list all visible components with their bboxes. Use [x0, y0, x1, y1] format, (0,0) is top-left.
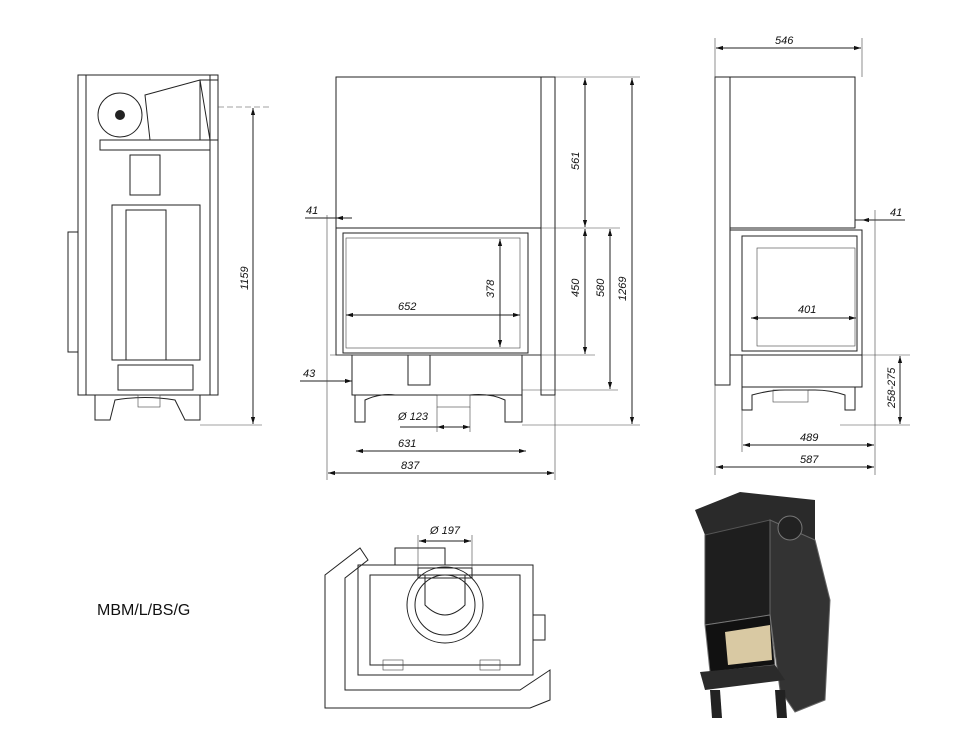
model-label: MBM/L/BS/G: [97, 602, 191, 619]
dim-41-left: 41: [306, 205, 318, 217]
plan-view: Ø 197: [324, 525, 551, 709]
dim-587: 587: [800, 454, 819, 466]
dim-561: 561: [570, 152, 582, 170]
dim-489: 489: [800, 432, 818, 444]
dim-631: 631: [398, 438, 416, 450]
dim-401: 401: [798, 304, 816, 316]
fireplace-3d-render: [695, 492, 831, 718]
side-view: 1159: [67, 74, 272, 426]
dim-450: 450: [570, 278, 582, 297]
dim-41-right: 41: [890, 207, 902, 219]
front-view: 561 450 580 1269 378 652 41 43 Ø 123 631…: [300, 76, 640, 480]
dim-652: 652: [398, 301, 416, 313]
dim-1159: 1159: [239, 266, 251, 290]
dim-flue-197: Ø 197: [429, 525, 461, 537]
dim-flue-123: Ø 123: [397, 411, 429, 423]
right-view: 546 41 401 258-275 489 587: [714, 35, 910, 475]
dim-1269: 1269: [617, 277, 629, 301]
dim-546: 546: [775, 35, 794, 47]
dim-378: 378: [485, 279, 497, 298]
dim-837: 837: [401, 460, 420, 472]
dim-43: 43: [303, 368, 316, 380]
dim-580: 580: [595, 278, 607, 297]
dim-258-275: 258-275: [886, 367, 898, 409]
